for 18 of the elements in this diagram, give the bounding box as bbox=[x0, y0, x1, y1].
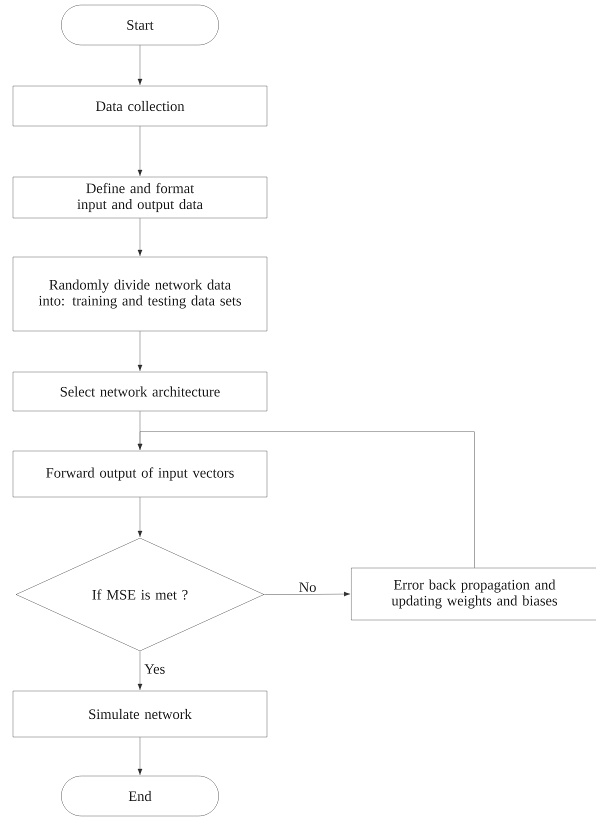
process-box: Data collection bbox=[12, 86, 268, 126]
process-box: Simulate network bbox=[12, 690, 268, 738]
process-box: Randomly divide network data into: training and testing data sets bbox=[12, 256, 268, 332]
arrow bbox=[264, 592, 350, 596]
process-box: Select network architecture bbox=[12, 372, 268, 412]
edge-label: No bbox=[298, 581, 318, 594]
arrow bbox=[138, 331, 142, 372]
edge-label: Yes bbox=[143, 663, 166, 675]
process-box: Define and format input and output data bbox=[12, 176, 268, 218]
process-box: Forward output of input vectors bbox=[12, 450, 268, 498]
process-box: Error back propagation and updating weights and biases bbox=[350, 568, 596, 620]
arrow bbox=[138, 126, 142, 176]
arrow bbox=[138, 432, 475, 568]
arrow bbox=[138, 218, 142, 256]
arrow bbox=[138, 497, 142, 538]
arrow bbox=[138, 651, 142, 690]
arrow bbox=[138, 45, 142, 86]
arrow bbox=[138, 737, 142, 776]
